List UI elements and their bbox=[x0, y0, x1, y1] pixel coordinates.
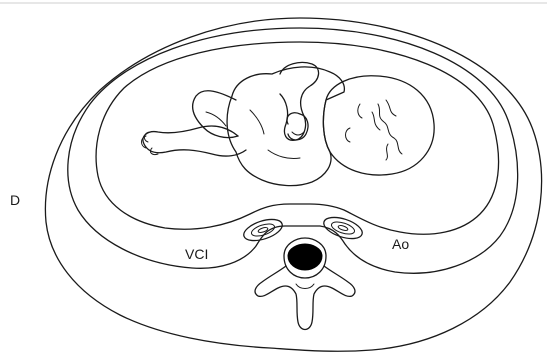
fetus-figure bbox=[142, 62, 435, 185]
fetal-hair bbox=[378, 104, 402, 154]
vena-cava-vessel bbox=[241, 215, 285, 244]
vertebra bbox=[255, 238, 355, 330]
uterine-wall-outer bbox=[68, 28, 518, 273]
uterine-wall-inner bbox=[96, 42, 498, 234]
fetal-head bbox=[323, 76, 434, 175]
fetal-arm bbox=[280, 62, 319, 140]
vertebral-canal bbox=[288, 244, 322, 270]
side-label: D bbox=[10, 192, 20, 208]
vertebral-arch bbox=[255, 266, 355, 330]
fetal-ear bbox=[346, 128, 351, 142]
fetal-hand bbox=[287, 113, 308, 140]
aorta-label: Ao bbox=[392, 236, 409, 252]
vena-cava-label: VCI bbox=[185, 246, 208, 262]
